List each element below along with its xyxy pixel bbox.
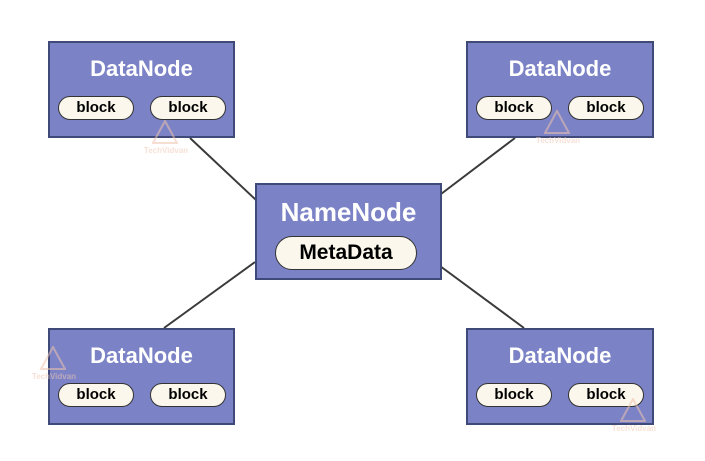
watermark-logo-icon bbox=[544, 110, 570, 134]
datanode-title: DataNode bbox=[508, 343, 612, 368]
watermark-logo-icon bbox=[620, 398, 646, 422]
connector-bottom-left bbox=[163, 261, 256, 329]
connector-top-right bbox=[440, 137, 516, 195]
datanode-bottom-right: DataNode block block bbox=[466, 328, 654, 425]
watermark-logo: TechVidvan bbox=[606, 398, 662, 438]
watermark-text: TechVidvan bbox=[31, 372, 77, 381]
block-pill: block bbox=[568, 96, 644, 120]
datanode-title: DataNode bbox=[90, 56, 193, 81]
metadata-pill: MetaData bbox=[275, 236, 417, 270]
namenode-title: NameNode bbox=[280, 197, 417, 227]
block-pill: block bbox=[150, 96, 226, 120]
datanode-top-left: DataNode block block bbox=[48, 41, 235, 138]
block-pill: block bbox=[476, 96, 552, 120]
watermark-text: TechVidvan bbox=[143, 146, 189, 155]
watermark-logo-icon bbox=[152, 120, 178, 144]
watermark-text: TechVidvan bbox=[611, 424, 657, 433]
block-pill: block bbox=[476, 383, 552, 407]
datanode-title: DataNode bbox=[508, 56, 612, 81]
block-pill: block bbox=[150, 383, 226, 407]
watermark-text: TechVidvan bbox=[535, 136, 581, 145]
block-pill: block bbox=[58, 96, 134, 120]
datanode-bottom-left: DataNode block block bbox=[48, 328, 235, 425]
namenode-box: NameNode MetaData bbox=[255, 183, 442, 280]
connector-top-left bbox=[189, 137, 257, 201]
watermark-logo: TechVidvan bbox=[26, 346, 82, 386]
watermark-logo: TechVidvan bbox=[530, 110, 586, 150]
datanode-top-right: DataNode block block bbox=[466, 41, 654, 138]
watermark-logo: TechVidvan bbox=[138, 120, 194, 160]
datanode-title: DataNode bbox=[90, 343, 193, 368]
connector-bottom-right bbox=[439, 265, 525, 329]
block-pill: block bbox=[58, 383, 134, 407]
watermark-logo-icon bbox=[40, 346, 66, 370]
